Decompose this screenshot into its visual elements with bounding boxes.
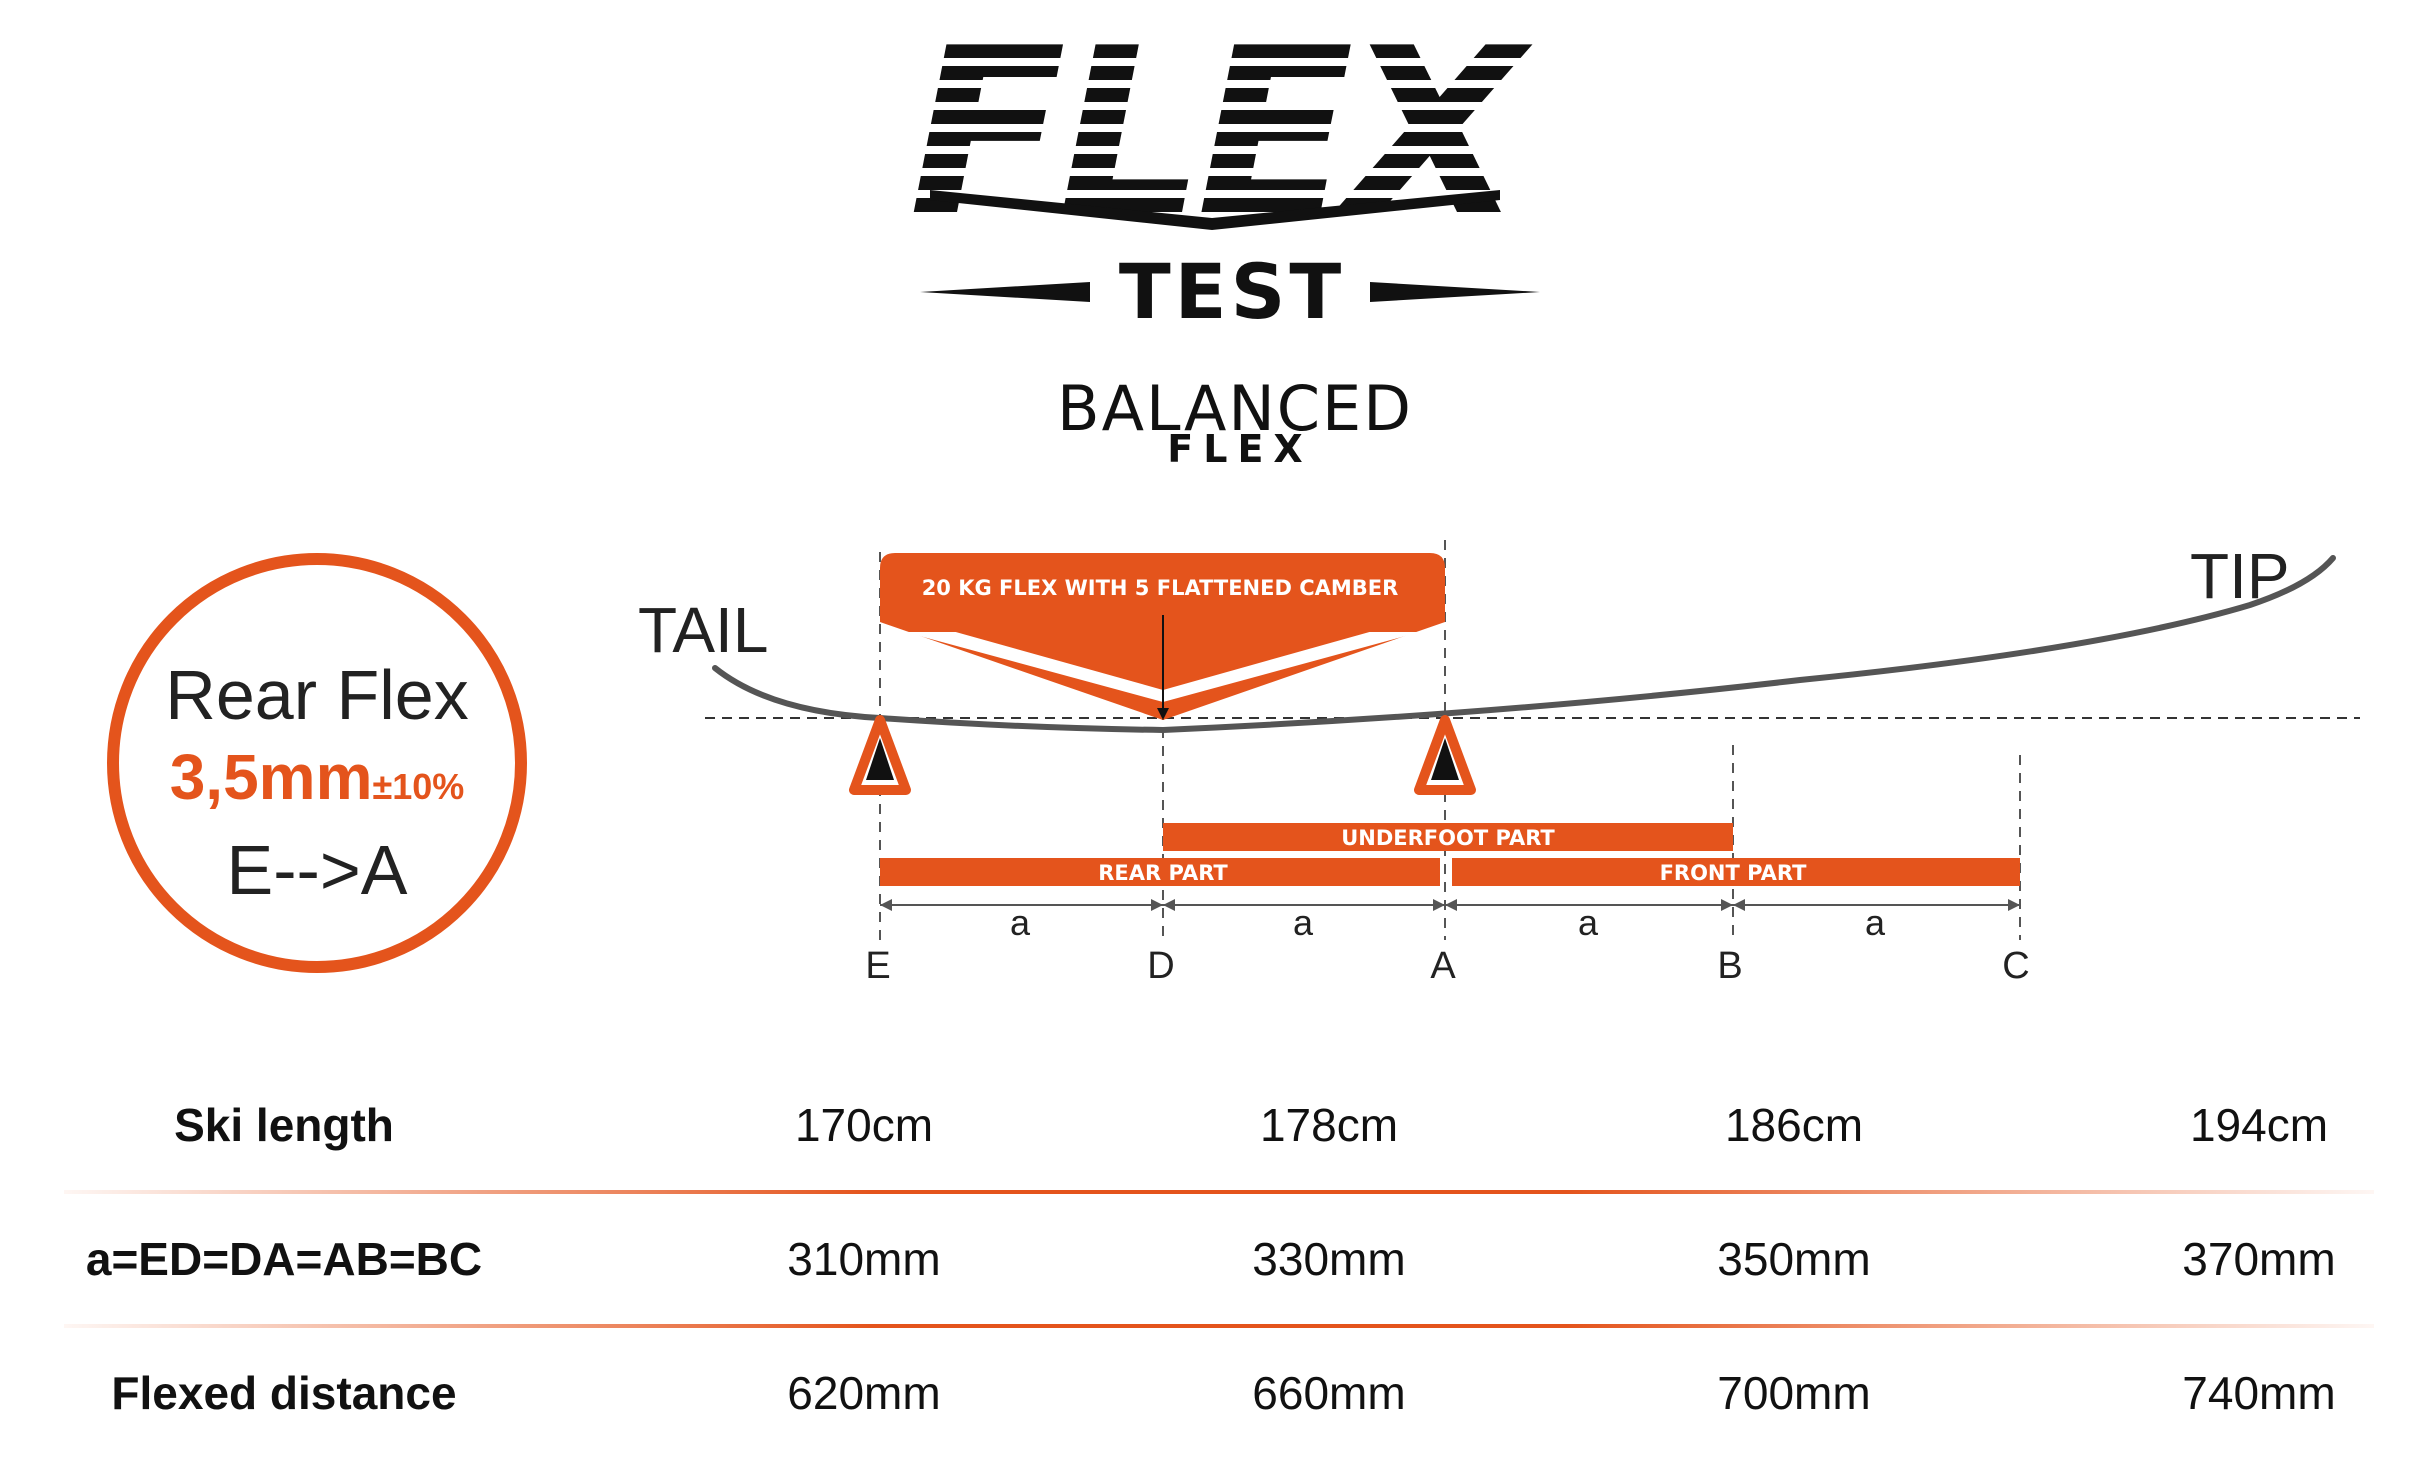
logo-brand-main: BALANCED (1057, 372, 1413, 445)
logo-right-bar (1370, 282, 1540, 302)
table-cell: 350mm (1717, 1233, 1871, 1285)
badge-range: E-->A (226, 831, 408, 909)
underfoot-bar (1163, 823, 1733, 851)
flex-test-diagram: TAIL TIP 20 KG FLEX WITH 5 FLATTENED CAM… (638, 540, 2360, 987)
table-cell: 370mm (2182, 1233, 2336, 1285)
dimension-arrows (880, 899, 2020, 911)
table-cell: 310mm (787, 1233, 941, 1285)
point-label-c: C (2002, 945, 2029, 987)
row-label: Ski length (174, 1099, 394, 1151)
badge-tolerance: ±10% (372, 766, 465, 807)
badge-value-line: 3,5mm±10% (119, 740, 515, 814)
front-label: FRONT PART (1660, 861, 1808, 885)
support-e (849, 715, 911, 795)
table-cell: 178cm (1259, 1099, 1399, 1151)
flex-test-logo: FLEX TEST BALANCED FLEX (909, 0, 1541, 471)
flex-banner (880, 553, 1445, 622)
table-cell: 194cm (2189, 1099, 2329, 1151)
point-label-e: E (865, 945, 890, 987)
segment-label-bc: a (1865, 902, 1886, 943)
table-cell: 330mm (1252, 1233, 1406, 1285)
support-a (1414, 715, 1476, 795)
point-label-a: A (1430, 945, 1456, 987)
badge-value: 3,5mm (169, 741, 373, 813)
segment-label-da: a (1293, 902, 1314, 943)
point-label-d: D (1147, 945, 1174, 987)
table-cell: 660mm (1252, 1367, 1406, 1419)
badge-title: Rear Flex (165, 656, 469, 734)
segment-label-ab: a (1578, 902, 1599, 943)
spec-table: Ski length 170cm 178cm 186cm 194cm a=ED=… (64, 1060, 2374, 1458)
table-row: a=ED=DA=AB=BC 310mm 330mm 350mm 370mm (64, 1194, 2374, 1324)
table-cell: 700mm (1717, 1367, 1871, 1419)
table-cell: 170cm (794, 1099, 934, 1151)
underfoot-label: UNDERFOOT PART (1341, 826, 1555, 850)
row-label: Flexed distance (111, 1367, 457, 1419)
tail-label: TAIL (638, 594, 768, 666)
point-label-b: B (1717, 945, 1742, 987)
rear-label: REAR PART (1098, 861, 1228, 885)
row-divider (64, 1324, 2374, 1328)
logo-subtitle: TEST (1119, 247, 1345, 336)
rear-bar (880, 858, 1440, 886)
logo-left-bar (920, 282, 1090, 302)
row-divider (64, 1190, 2374, 1194)
table-row: Flexed distance 620mm 660mm 700mm 740mm (64, 1328, 2374, 1458)
table-cell: 740mm (2182, 1367, 2336, 1419)
segment-label-ed: a (1010, 902, 1031, 943)
front-bar (1452, 858, 2020, 886)
table-cell: 186cm (1724, 1099, 1864, 1151)
logo-chevron (930, 190, 1500, 230)
row-label: a=ED=DA=AB=BC (85, 1233, 483, 1285)
load-arrow-head (1157, 708, 1169, 720)
tip-label: TIP (2190, 540, 2290, 612)
flex-banner-label: 20 KG FLEX WITH 5 FLATTENED CAMBER (922, 576, 1399, 600)
table-cell: 620mm (787, 1367, 941, 1419)
logo-brand-sub: FLEX (1167, 427, 1312, 471)
table-row: Ski length 170cm 178cm 186cm 194cm (64, 1060, 2374, 1190)
